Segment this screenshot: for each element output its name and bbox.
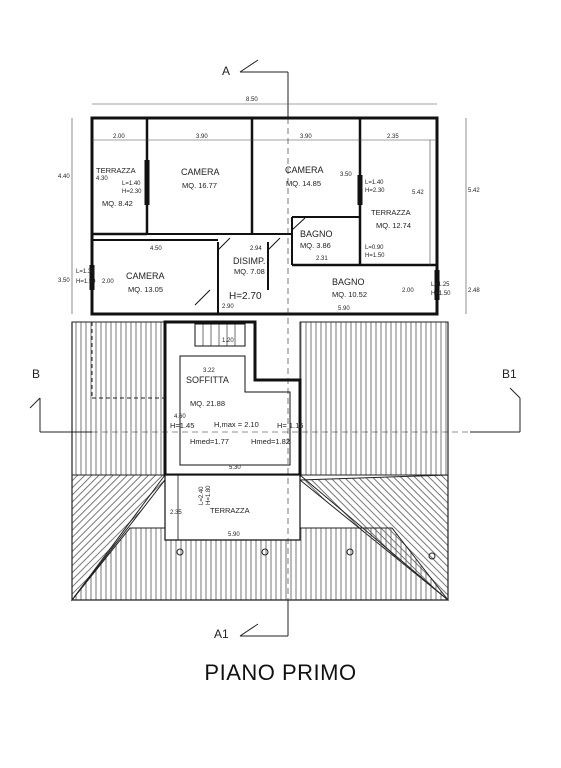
bagno1-area: MQ. 3.86 [300, 241, 331, 250]
dim-right-upper: 5.42 [468, 188, 480, 194]
soffitta-h-right: H= 1.15 [277, 421, 303, 430]
dim-top-mid2: 3.90 [300, 134, 312, 140]
window-5-h: H=1.50 [431, 291, 451, 297]
camera1-area: MQ. 16.77 [182, 181, 217, 190]
dim-terrazza-bottom-width: 5.90 [228, 532, 240, 538]
dim-camera2-width: 4.50 [150, 246, 162, 252]
soffitta-block [163, 320, 302, 541]
window-3-h: H=1.50 [365, 253, 385, 259]
window-6-h: H=1.80 [206, 485, 212, 505]
window-1-l: L=1.40 [122, 181, 141, 187]
dim-disimp-width: 2.94 [250, 246, 262, 252]
dim-right-inner: 5.42 [412, 190, 424, 196]
dimension-lines [71, 103, 467, 314]
disimp-name: DISIMP. [233, 256, 265, 266]
dim-soffitta-side: 4.60 [174, 414, 186, 420]
window-6-l: L=2.40 [199, 486, 205, 505]
roof-plan [70, 321, 450, 602]
soffitta-hmed-left: Hmed=1.77 [190, 437, 229, 446]
bagno2-name: BAGNO [332, 277, 365, 287]
section-label-a: A [222, 64, 230, 78]
dim-right-lower: 2.48 [468, 288, 480, 294]
terrazza-right-name: TERRAZZA [371, 208, 411, 217]
window-1-h: H=2.30 [122, 189, 142, 195]
disimp-height: H=2.70 [229, 291, 262, 302]
window-2-l: L=1.40 [365, 180, 384, 186]
window-4-h: H=1.50 [76, 279, 96, 285]
section-lines [29, 59, 521, 637]
soffitta-hmed-right: Hmed=1.82 [251, 437, 290, 446]
dim-top-total: 8.50 [246, 97, 258, 103]
dim-stair-width: 1.20 [222, 338, 234, 344]
window-2-h: H=2.30 [365, 188, 385, 194]
dim-bagno2-side: 2.00 [402, 288, 414, 294]
terrazza-bottom-name: TERRAZZA [210, 506, 250, 515]
dim-terrazza-bottom-side: 2.35 [170, 510, 182, 516]
dim-terrazza-left-side: 2.00 [102, 279, 114, 285]
bagno2-area: MQ. 10.52 [332, 290, 367, 299]
soffitta-h-left: H=1.45 [170, 421, 194, 430]
dim-soffitta-width-bottom: 5.30 [229, 465, 241, 471]
camera2-name: CAMERA [285, 165, 324, 175]
section-label-b: B [32, 367, 40, 381]
section-label-a1: A1 [214, 627, 229, 641]
terrazza-left-name: TERRAZZA [96, 166, 136, 175]
floor-walls [89, 116, 440, 316]
soffitta-name: SOFFITTA [186, 375, 229, 385]
opening-labels: L=1.40 H=2.30 L=1.40 H=2.30 L=0.90 H=1.5… [76, 180, 451, 505]
dim-soffitta-width-top: 3.22 [203, 368, 215, 374]
dim-left-lower: 3.50 [58, 278, 70, 284]
dim-bagno1-width: 2.31 [316, 256, 328, 262]
dim-left-inner: 4.30 [96, 176, 108, 182]
dim-left-upper: 4.40 [58, 174, 70, 180]
disimp-area: MQ. 7.08 [234, 267, 265, 276]
dim-top-right: 2.35 [387, 134, 399, 140]
dim-camera1-side: 3.50 [340, 172, 352, 178]
dim-top-left: 2.00 [113, 134, 125, 140]
camera2-area: MQ. 14.85 [286, 179, 321, 188]
window-5-l: L=1.25 [431, 282, 450, 288]
camera1-name: CAMERA [181, 167, 220, 177]
soffitta-hmax: H,max = 2.10 [214, 420, 259, 429]
dim-top-mid1: 3.90 [196, 134, 208, 140]
drawing-title: PIANO PRIMO [204, 660, 357, 685]
bagno1-name: BAGNO [300, 229, 333, 239]
window-3-l: L=0.90 [365, 245, 384, 251]
terrazza-right-area: MQ. 12.74 [376, 221, 411, 230]
soffitta-area: MQ. 21.88 [190, 399, 225, 408]
camera3-area: MQ. 13.05 [128, 285, 163, 294]
window-4-l: L=1.30 [76, 269, 95, 275]
section-label-b1: B1 [502, 367, 517, 381]
terrazza-left-area: MQ. 8.42 [102, 199, 133, 208]
dim-disimp-height: 2.90 [222, 304, 234, 310]
camera3-name: CAMERA [126, 271, 165, 281]
dim-bagno2-width: 5.90 [338, 306, 350, 312]
